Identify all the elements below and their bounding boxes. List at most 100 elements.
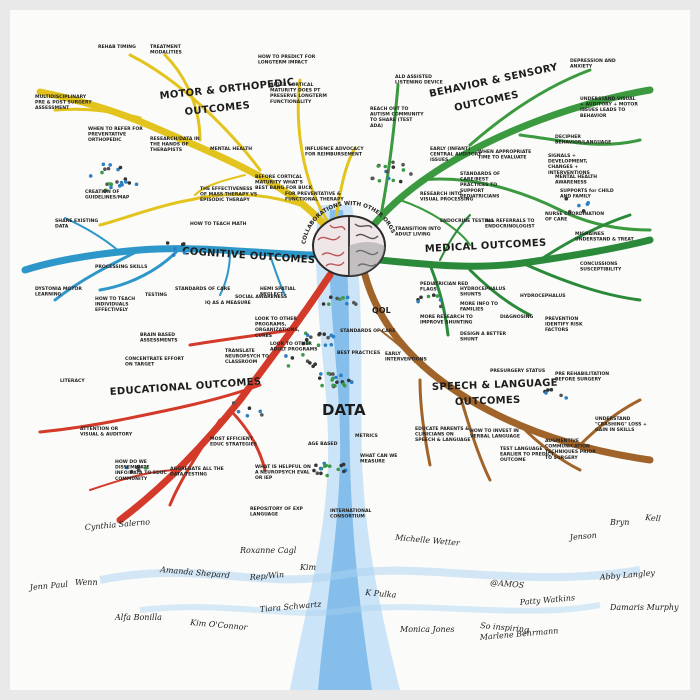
vote-dot <box>134 182 139 187</box>
vote-dot <box>304 337 309 342</box>
vote-dot <box>347 378 351 383</box>
vote-dot <box>377 178 382 183</box>
vote-dot <box>144 466 148 470</box>
vote-dot <box>376 164 381 168</box>
vote-dot <box>312 468 316 473</box>
vote-dot <box>100 170 104 175</box>
trunk-note: BEST PRACTICES <box>337 350 380 356</box>
vote-dot <box>317 376 322 380</box>
vote-dot <box>329 333 334 338</box>
signature: @AMOS <box>490 578 525 590</box>
vote-dot <box>236 409 241 414</box>
vote-dot <box>334 375 338 380</box>
vote-dot <box>330 378 334 382</box>
vote-dot <box>165 241 170 245</box>
vote-dot <box>391 178 396 183</box>
vote-dot <box>391 160 395 165</box>
signature: Patty Watkins <box>518 593 575 607</box>
branch-motor <box>36 53 357 236</box>
vote-dot <box>385 169 389 174</box>
vote-dot <box>335 296 339 301</box>
branch-title-speech-2: OUTCOMES <box>455 395 521 408</box>
vote-dot <box>341 296 345 300</box>
vote-dot <box>326 371 331 376</box>
vote-dot <box>319 471 323 476</box>
vote-dot <box>342 469 346 474</box>
vote-dot <box>349 380 354 385</box>
vote-dot <box>317 332 322 336</box>
signature: Jenson <box>567 531 597 543</box>
vote-dot <box>115 180 119 184</box>
vote-dot <box>383 164 388 169</box>
vote-dot <box>416 299 420 304</box>
vote-dot <box>319 372 323 376</box>
vote-dot <box>101 162 106 167</box>
vote-dot <box>345 301 349 306</box>
vote-dot <box>325 473 329 478</box>
vote-dot <box>327 464 332 469</box>
branch-title-medical: MEDICAL OUTCOMES <box>425 238 547 255</box>
medical-note: ENDOCRINE TESTING <box>440 218 494 224</box>
speech-note: UNDERSTAND"CRASHING" LOSS +GAIN IN SKILL… <box>595 416 647 433</box>
vote-dot <box>119 180 124 185</box>
educational-note: LITERACY <box>60 378 85 384</box>
vote-dot <box>419 295 423 300</box>
vote-dot <box>326 335 330 340</box>
branch-title-behavior-2: OUTCOMES <box>453 90 520 114</box>
vote-dot <box>301 353 305 357</box>
vote-dot <box>258 409 263 414</box>
data-label: DATA <box>322 401 366 419</box>
signature: Alfa Bonilla <box>114 613 162 622</box>
signature: Roxanne Cagl <box>239 546 297 555</box>
vote-dot <box>339 373 343 378</box>
vote-dots <box>88 160 591 478</box>
vote-dot <box>309 335 313 339</box>
motor-note: REHAB TIMING <box>98 44 136 50</box>
vote-dot <box>322 464 327 469</box>
vote-dot <box>127 181 132 185</box>
vote-dot <box>320 383 324 388</box>
vote-dot <box>88 174 93 178</box>
vote-dot <box>329 343 334 347</box>
vote-dot <box>129 469 134 474</box>
cognitive-note: STANDARDS OF CARE <box>175 286 230 292</box>
cognitive-note: SOCIAL AWARENESS <box>235 294 287 300</box>
vote-dot <box>546 388 550 392</box>
branch-title-speech: SPEECH & LANGUAGE <box>432 378 558 393</box>
vote-dot <box>245 413 250 418</box>
medical-note: HYDROCEPHALUS <box>520 293 566 299</box>
signature: Rep/Win <box>248 570 284 582</box>
vote-dot <box>181 242 186 246</box>
qol-label: QOL <box>372 306 391 315</box>
vote-dot <box>247 406 252 410</box>
vote-dot <box>564 196 569 201</box>
vote-dot <box>336 467 341 472</box>
vote-dot <box>401 162 405 167</box>
vote-dot <box>322 332 327 337</box>
speech-note: PRESURGERY STATUS <box>490 368 545 374</box>
